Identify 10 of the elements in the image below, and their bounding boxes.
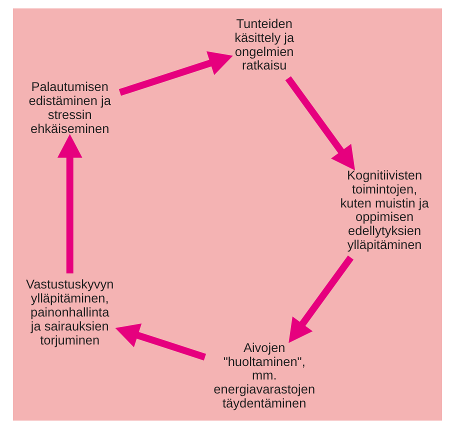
arrow: [114, 323, 206, 360]
arrow: [288, 256, 354, 344]
node-text: Vastustuskyvyn ylläpitäminen, painonhallinta ja sairauksien torjuminen: [26, 276, 114, 348]
node-text: Palautumisen edistäminen ja stressin ehkäiseminen: [28, 79, 110, 136]
node-text: Aivojen "huoltaminen", mm. energiavarastojen täydentäminen: [213, 340, 315, 411]
node-text: Tunteiden käsittely ja ongelmien ratkaisu: [234, 16, 294, 73]
arrow: [56, 134, 82, 274]
node-text: Kognitiivisten toimintojen, kuten muistin ja oppimisen edellytyksien ylläpitäminen: [340, 167, 428, 252]
arrow: [284, 76, 355, 170]
arrow: [118, 51, 232, 96]
